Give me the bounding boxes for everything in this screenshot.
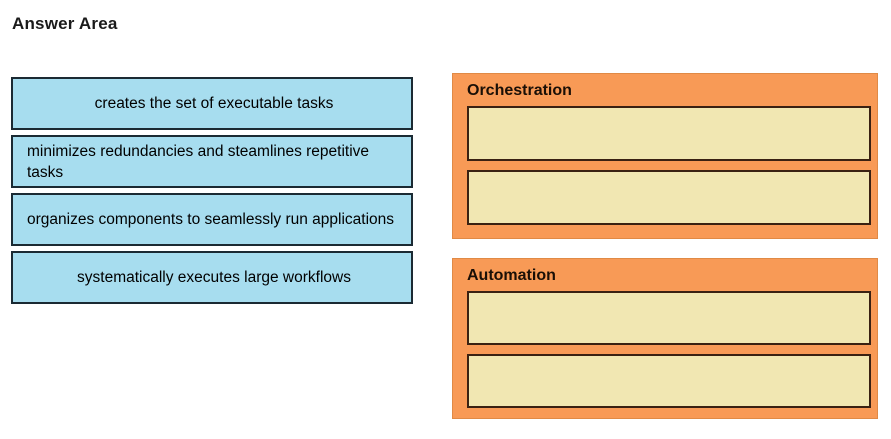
- category-panel-automation: Automation: [452, 258, 878, 419]
- category-title: Orchestration: [467, 82, 572, 99]
- drop-slot[interactable]: [467, 106, 871, 161]
- category-panel-orchestration: Orchestration: [452, 73, 878, 239]
- source-answer-options-list: creates the set of executable tasks mini…: [11, 77, 413, 309]
- drop-slot[interactable]: [467, 354, 871, 408]
- answer-option-label: creates the set of executable tasks: [94, 95, 334, 112]
- category-title: Automation: [467, 267, 556, 284]
- answer-option-label: systematically executes large workflows: [77, 269, 351, 286]
- answer-option-label: organizes components to seamlessly run a…: [27, 211, 395, 228]
- answer-option-tile[interactable]: systematically executes large workflows: [11, 251, 413, 304]
- page-title: Answer Area: [12, 14, 118, 33]
- answer-option-label: minimizes redundancies and steamlines re…: [27, 142, 370, 181]
- answer-option-tile[interactable]: minimizes redundancies and steamlines re…: [11, 135, 413, 188]
- drop-slot[interactable]: [467, 291, 871, 345]
- drop-slot[interactable]: [467, 170, 871, 225]
- answer-option-tile[interactable]: organizes components to seamlessly run a…: [11, 193, 413, 246]
- answer-option-tile[interactable]: creates the set of executable tasks: [11, 77, 413, 130]
